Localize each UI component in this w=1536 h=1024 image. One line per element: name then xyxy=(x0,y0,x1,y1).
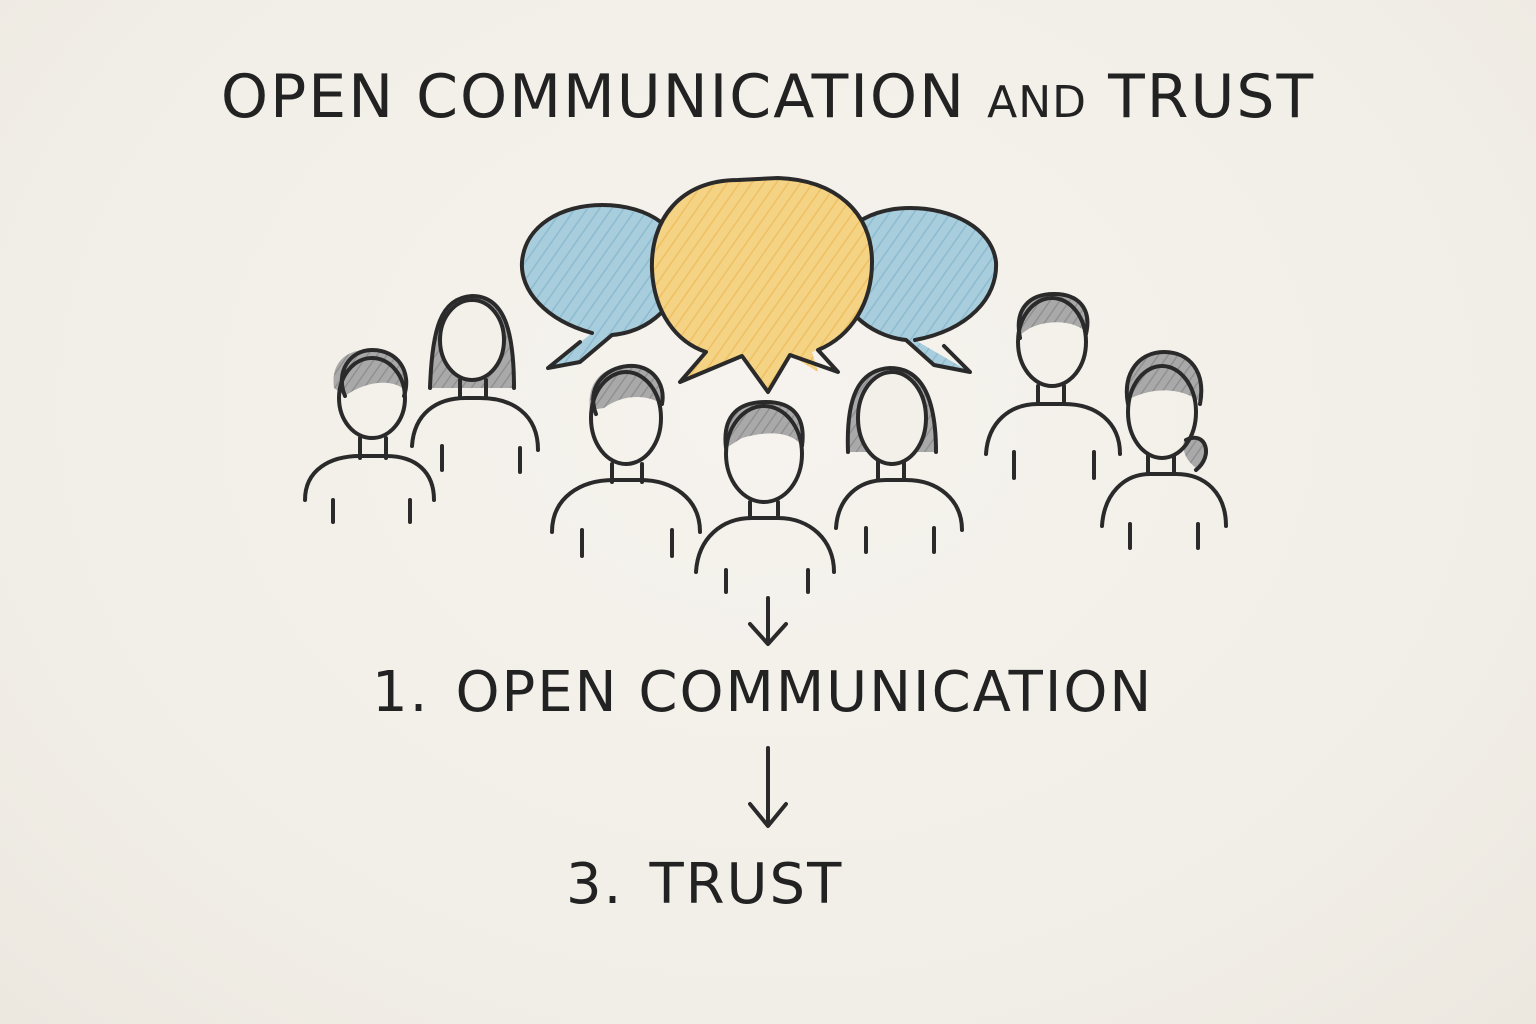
step-open-communication: 1. OPEN COMMUNICATION xyxy=(372,660,1153,725)
person-icon-3 xyxy=(550,363,702,558)
person-icon-1 xyxy=(303,348,436,524)
step-label: OPEN COMMUNICATION xyxy=(455,660,1154,725)
person-icon-5 xyxy=(834,366,964,554)
person-icon-7 xyxy=(1100,350,1228,550)
speech-bubble-icon-left xyxy=(519,203,685,370)
title-connector: AND xyxy=(987,77,1088,128)
down-arrow-icon-2 xyxy=(748,746,788,828)
diagram-title: OPEN COMMUNICATION AND TRUST xyxy=(0,62,1536,132)
down-arrow-icon-1 xyxy=(748,596,788,646)
step-label: TRUST xyxy=(649,852,844,917)
person-icon-6 xyxy=(984,292,1122,480)
person-icon-2 xyxy=(410,294,540,474)
title-main: OPEN COMMUNICATION xyxy=(220,62,967,132)
step-number: 3. xyxy=(566,852,624,917)
person-icon-4 xyxy=(694,400,836,594)
step-trust: 3. TRUST xyxy=(566,852,843,917)
title-end: TRUST xyxy=(1108,62,1316,132)
speech-bubble-icon-center xyxy=(649,176,874,394)
step-number: 1. xyxy=(372,660,430,725)
